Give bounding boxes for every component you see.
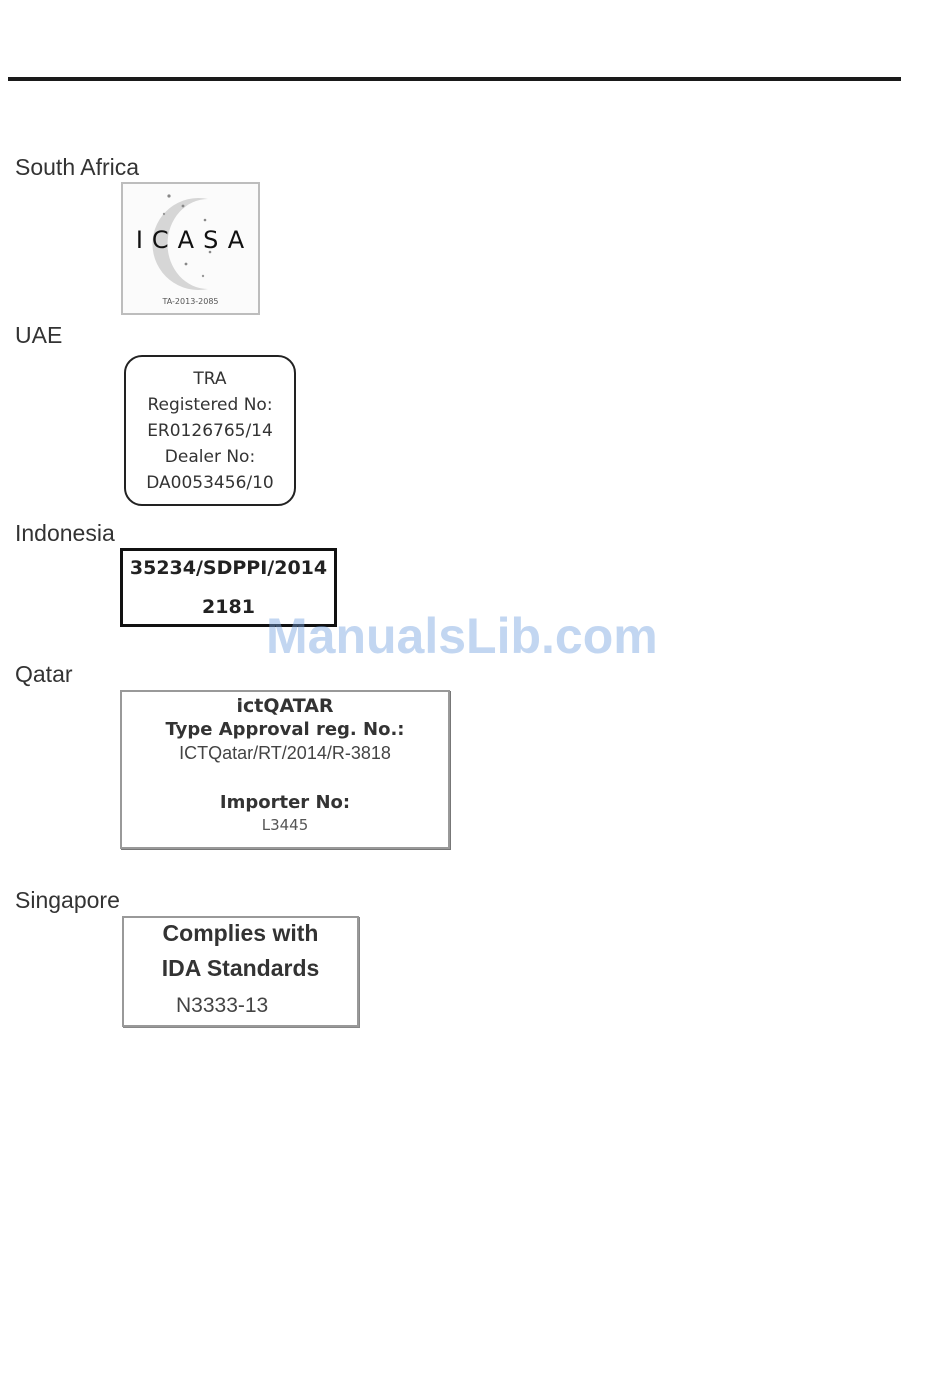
country-label-singapore: Singapore [15,887,120,914]
uae-tra-label: TRA Registered No: ER0126765/14 Dealer N… [124,355,296,506]
country-label-south-africa: South Africa [15,154,139,181]
icasa-certification-logo: ICASA TA-2013-2085 [121,182,260,315]
country-label-uae: UAE [15,322,62,349]
uae-registered-number: ER0126765/14 [126,418,294,444]
country-label-indonesia: Indonesia [15,520,115,547]
uae-dealer-number: DA0053456/10 [126,470,294,496]
qatar-heading: ictQATAR [122,695,448,717]
manualslib-watermark: ManualsLib.com [266,607,658,665]
uae-registered-label: Registered No: [126,392,294,418]
uae-tra-heading: TRA [126,366,294,392]
indonesia-certificate-number: 35234/SDPPI/2014 [123,557,334,579]
uae-dealer-label: Dealer No: [126,444,294,470]
qatar-importer-number: L3445 [122,816,448,834]
singapore-ida-label: Complies with IDA Standards N3333-13 [122,916,359,1027]
icasa-ta-number: TA-2013-2085 [123,297,258,306]
qatar-type-approval-label: Type Approval reg. No.: [122,719,448,740]
header-rule [8,77,901,81]
qatar-ictqatar-label: ictQATAR Type Approval reg. No.: ICTQata… [120,690,450,849]
qatar-importer-label: Importer No: [122,792,448,813]
singapore-complies-text: Complies with [124,920,357,947]
singapore-registration-number: N3333-13 [176,994,268,1018]
country-label-qatar: Qatar [15,661,73,688]
icasa-logo-text: ICASA [123,226,258,254]
singapore-ida-standards-text: IDA Standards [124,955,357,982]
qatar-type-approval-number: ICTQatar/RT/2014/R-3818 [122,743,448,764]
